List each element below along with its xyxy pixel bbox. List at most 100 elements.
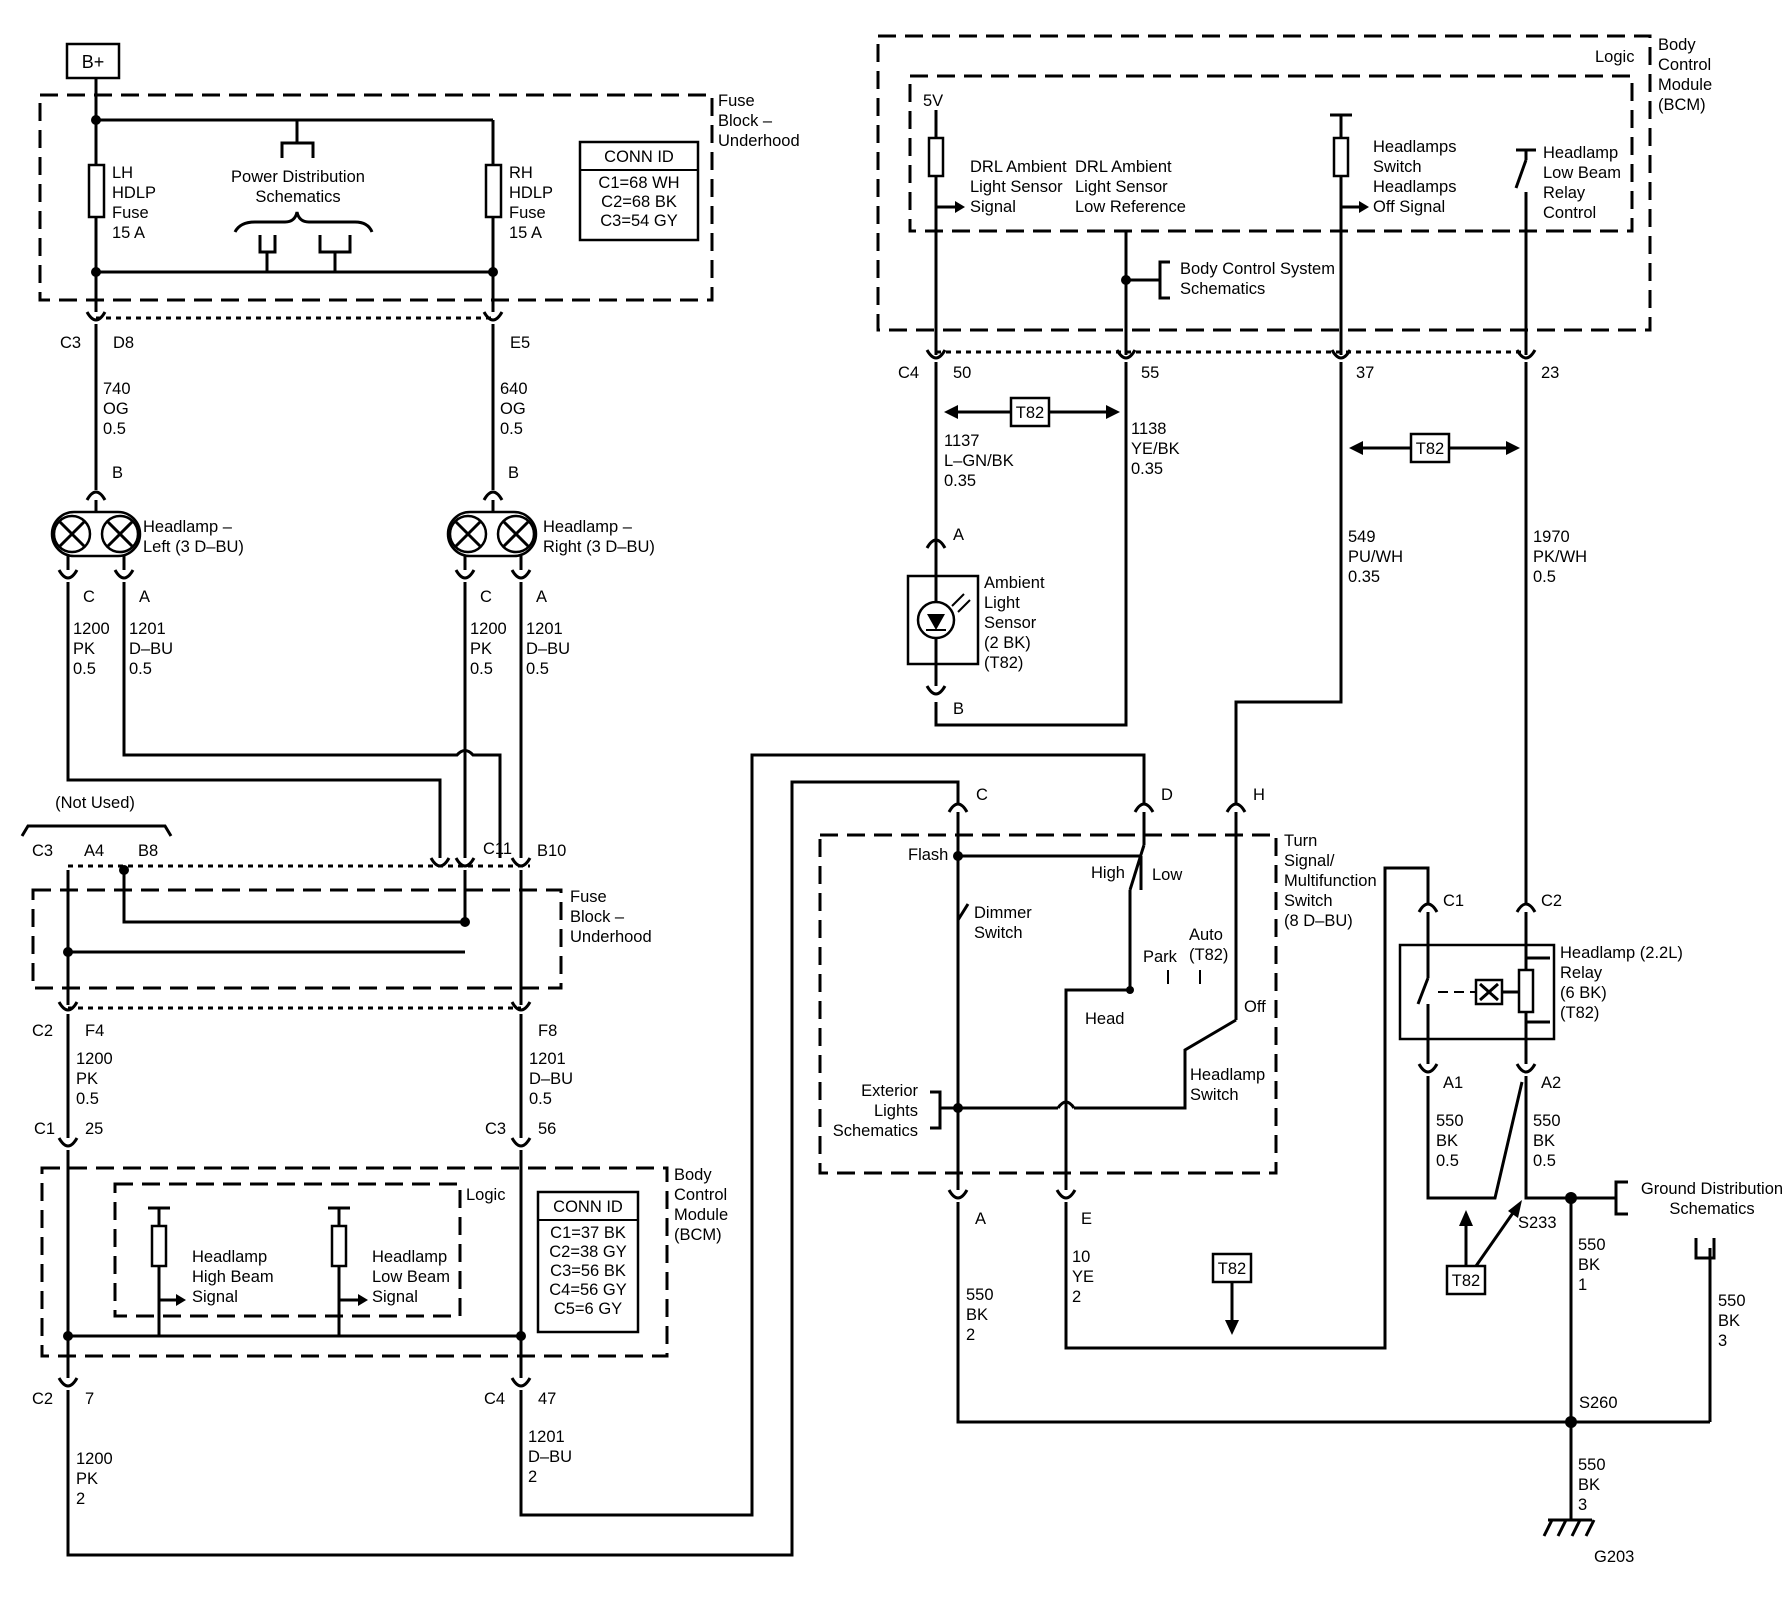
label-n47: 47 bbox=[538, 1390, 556, 1408]
label-a1: A1 bbox=[1443, 1074, 1463, 1092]
fuse-block-underhood-mid bbox=[31, 888, 563, 990]
label-b-s: B bbox=[953, 700, 964, 718]
conn-id-table-bcm bbox=[536, 1190, 640, 1334]
turn-signal-multifunction-switch bbox=[818, 833, 1278, 1175]
label-a-r: A bbox=[536, 588, 547, 606]
label-low: Low bbox=[1152, 866, 1182, 884]
label-f4: F4 bbox=[85, 1022, 104, 1040]
label-n56: 56 bbox=[538, 1120, 556, 1138]
label-logic-r: Logic bbox=[1595, 48, 1634, 66]
label-conn-id-bcm-title: CONN ID bbox=[553, 1198, 623, 1216]
label-flash: Flash bbox=[908, 846, 948, 864]
rh-hdlp-fuse bbox=[484, 163, 503, 219]
label-c11: C11 bbox=[483, 840, 512, 858]
label-a4: A4 bbox=[84, 842, 104, 860]
label-sw-c: C bbox=[976, 786, 988, 804]
label-c-r: C bbox=[480, 588, 492, 606]
lh-hdlp-fuse bbox=[87, 163, 106, 219]
label-auto: Auto(T82) bbox=[1189, 926, 1228, 964]
label-high: High bbox=[1091, 864, 1125, 882]
label-v5: 5V bbox=[923, 92, 943, 110]
label-a-s: A bbox=[953, 526, 964, 544]
label-t82-tag-3: T82 bbox=[1452, 1272, 1480, 1290]
label-n50: 50 bbox=[953, 364, 971, 382]
fuse-block-underhood-top bbox=[38, 93, 714, 302]
label-hl-right: Headlamp –Right (3 D–BU) bbox=[543, 518, 655, 556]
label-s260: S260 bbox=[1579, 1394, 1618, 1412]
label-e5: E5 bbox=[510, 334, 530, 352]
label-sw-h: H bbox=[1253, 786, 1265, 804]
label-c1-r: C1 bbox=[1443, 892, 1464, 910]
label-a2: A2 bbox=[1541, 1074, 1561, 1092]
label-t82-tag-1: T82 bbox=[1416, 440, 1444, 458]
label-c3: C3 bbox=[60, 334, 81, 352]
label-c2-r: C2 bbox=[1541, 892, 1562, 910]
label-g203: G203 bbox=[1594, 1548, 1634, 1566]
label-b-left: B bbox=[112, 464, 123, 482]
bcm-right-logic bbox=[908, 74, 1634, 233]
label-s233: S233 bbox=[1518, 1214, 1557, 1232]
label-sw-e: E bbox=[1081, 1210, 1092, 1228]
bcm-left-logic bbox=[113, 1182, 462, 1318]
bcm-left bbox=[40, 1166, 669, 1358]
label-sw-a: A bbox=[975, 1210, 986, 1228]
label-relay: Headlamp (2.2L)Relay(6 BK)(T82) bbox=[1560, 944, 1683, 1022]
label-n25: 25 bbox=[85, 1120, 103, 1138]
label-c4-1: C4 bbox=[484, 1390, 505, 1408]
label-c3-2: C3 bbox=[32, 842, 53, 860]
label-f8: F8 bbox=[538, 1022, 557, 1040]
label-n7: 7 bbox=[85, 1390, 94, 1408]
label-c1: C1 bbox=[34, 1120, 55, 1138]
schematic-graphics bbox=[20, 34, 1716, 1557]
label-c3-3: C3 bbox=[485, 1120, 506, 1138]
bcm-right bbox=[876, 34, 1652, 332]
label-conn-id-top-title: CONN ID bbox=[604, 148, 674, 166]
label-off: Off bbox=[1244, 998, 1266, 1016]
label-d8: D8 bbox=[113, 334, 134, 352]
label-logic-l: Logic bbox=[466, 1186, 505, 1204]
battery-terminal-box bbox=[65, 42, 121, 80]
label-head: Head bbox=[1085, 1010, 1124, 1028]
label-n55: 55 bbox=[1141, 364, 1159, 382]
label-c2-1: C2 bbox=[32, 1022, 53, 1040]
label-c-l: C bbox=[83, 588, 95, 606]
label-sw-d: D bbox=[1161, 786, 1173, 804]
